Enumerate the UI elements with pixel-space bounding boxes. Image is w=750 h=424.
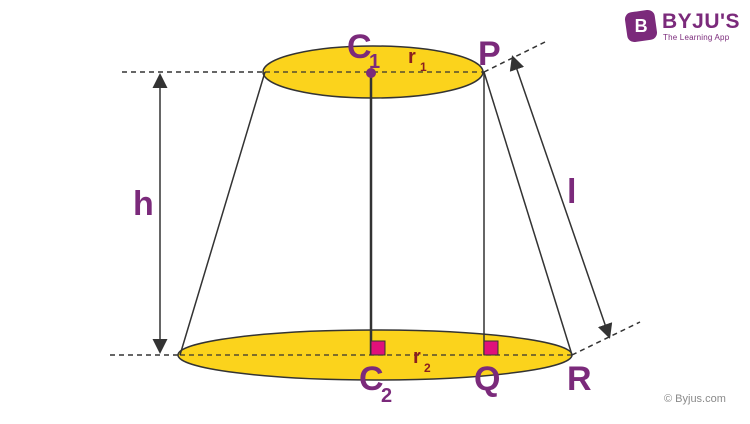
center-dot-c1 — [366, 68, 376, 78]
label-c1-subscript: 1 — [369, 51, 381, 73]
label-r1-subscript: 1 — [420, 60, 427, 74]
byjus-badge-letter: B — [634, 15, 648, 36]
copyright-text: © Byjus.com — [664, 393, 726, 405]
label-l: l — [567, 173, 577, 211]
label-r2: r — [413, 346, 421, 368]
label-p: P — [478, 35, 501, 73]
brand-name: BYJU'S — [662, 10, 741, 33]
label-h: h — [133, 185, 154, 223]
label-r1: r — [408, 46, 416, 68]
right-slant-edge — [483, 71, 573, 356]
label-c2: C — [359, 360, 384, 398]
label-q: Q — [474, 360, 501, 398]
left-slant-edge — [179, 71, 266, 356]
label-c2-subscript: 2 — [381, 385, 393, 407]
brand-tagline: The Learning App — [663, 33, 730, 42]
label-c1: C — [347, 28, 372, 66]
right-angle-marker-q — [483, 340, 499, 356]
byjus-logo: B BYJU'S The Learning App — [624, 8, 742, 48]
label-r2-subscript: 2 — [424, 361, 431, 375]
byjus-badge-icon: B — [624, 9, 658, 43]
label-r: R — [567, 360, 592, 398]
top-right-dashed-line — [483, 41, 546, 73]
right-angle-marker-c2 — [370, 340, 386, 356]
slant-height-arrow — [509, 55, 613, 339]
